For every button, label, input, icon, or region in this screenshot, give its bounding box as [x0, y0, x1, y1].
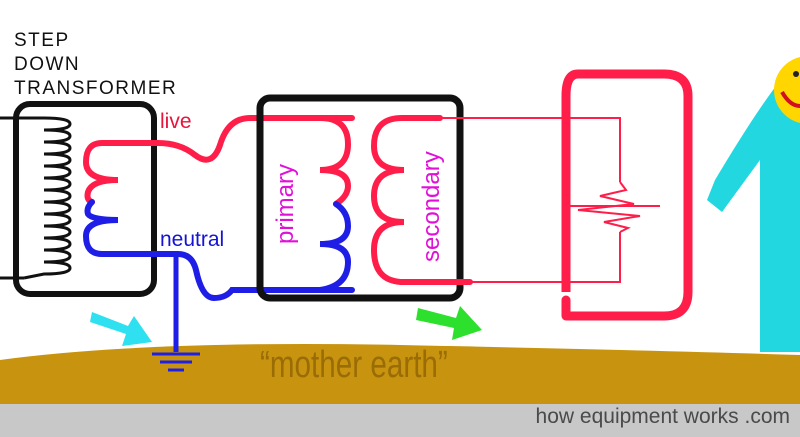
footer-bar: [0, 404, 800, 437]
secondary-label: secondary: [418, 151, 445, 262]
mother-earth-label: “mother earth”: [260, 344, 448, 386]
green-arrow-icon: [416, 306, 482, 340]
step-down-primary-coil: [23, 116, 72, 280]
neutral-label: neutral: [160, 228, 225, 251]
step-down-transformer-box: [13, 101, 157, 297]
person-figure: [707, 56, 800, 352]
resistor-icon: [577, 181, 641, 233]
appliance-frame: [561, 69, 693, 321]
footer-credit: how equipment works .com: [535, 405, 790, 428]
live-label: live: [160, 110, 192, 133]
cyan-arrow-icon: [90, 312, 152, 346]
neutral-wire: [115, 251, 355, 302]
title-line-3: TRANSFORMER: [14, 78, 178, 99]
title-line-2: DOWN: [14, 54, 81, 75]
ground-symbol-icon: [152, 352, 200, 372]
main-transformer-box: [256, 94, 464, 302]
primary-label: primary: [272, 163, 299, 244]
primary-winding-live: [287, 115, 352, 207]
step-down-secondary-coil-live: [82, 140, 121, 205]
title-line-1: STEP: [14, 30, 70, 51]
live-wire: [115, 115, 355, 163]
output-wire-bottom: [470, 232, 621, 283]
mother-earth-ground: [0, 344, 800, 404]
step-down-secondary-coil-neutral: [82, 199, 121, 257]
secondary-winding: [370, 115, 473, 285]
primary-winding-neutral: [297, 201, 352, 293]
output-wire-top: [440, 117, 621, 182]
